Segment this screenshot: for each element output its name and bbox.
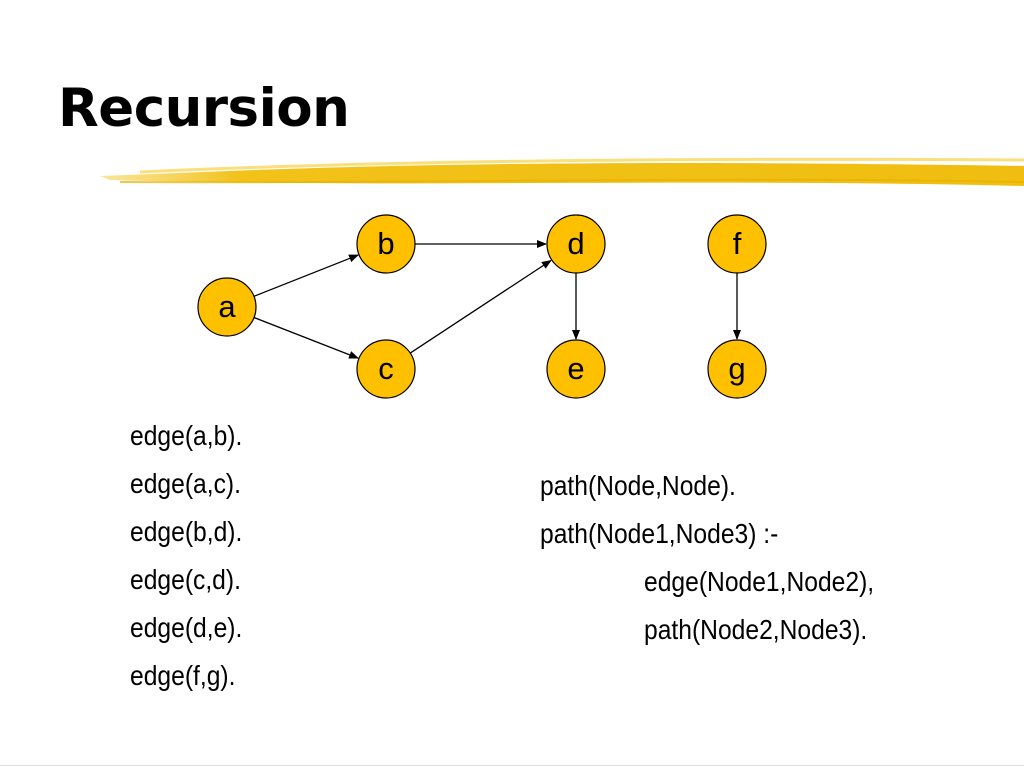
fact-line: edge(b,d).: [130, 516, 243, 547]
highlighter-stroke: [100, 157, 1024, 186]
fact-line: edge(f,g).: [130, 660, 236, 691]
node-label: c: [378, 351, 394, 386]
node-circle: [546, 214, 606, 274]
node-circle: [197, 277, 257, 337]
graph-node-d: d: [546, 214, 606, 274]
node-label: f: [733, 226, 742, 261]
edge-arrow-a-c: [253, 316, 359, 359]
node-label: b: [377, 226, 394, 261]
graph-diagram: a b c d e f g: [197, 214, 767, 399]
node-label: g: [728, 351, 745, 386]
node-circle: [707, 214, 767, 274]
graph-node-g: g: [707, 339, 767, 399]
node-circle: [707, 339, 767, 399]
footer-divider: [0, 765, 1024, 766]
node-label: d: [567, 226, 584, 261]
graph-node-f: f: [707, 214, 767, 274]
path-rule-body-path: path(Node2,Node3).: [644, 614, 868, 645]
fact-line: edge(d,e).: [130, 612, 243, 643]
graph-node-c: c: [356, 339, 416, 399]
fact-line: edge(c,d).: [130, 564, 241, 595]
path-rule-body-edge: edge(Node1,Node2),: [644, 566, 875, 597]
graph-node-a: a: [197, 277, 257, 337]
graph-node-e: e: [546, 339, 606, 399]
slide-title: Recursion: [58, 78, 350, 139]
node-label: a: [218, 289, 236, 324]
edge-facts: edge(a,b). edge(a,c). edge(b,d). edge(c,…: [130, 412, 242, 700]
path-base-rule: path(Node,Node).: [540, 470, 736, 501]
node-circle: [356, 214, 416, 274]
edge-arrow-c-d: [409, 259, 552, 354]
node-circle: [546, 339, 606, 399]
node-circle: [356, 339, 416, 399]
node-label: e: [567, 351, 584, 386]
path-rule-head: path(Node1,Node3) :-: [540, 518, 779, 549]
fact-line: edge(a,c).: [130, 468, 241, 499]
fact-line: edge(a,b).: [130, 420, 243, 451]
graph-node-b: b: [356, 214, 416, 274]
edge-arrow-a-b: [253, 254, 360, 297]
